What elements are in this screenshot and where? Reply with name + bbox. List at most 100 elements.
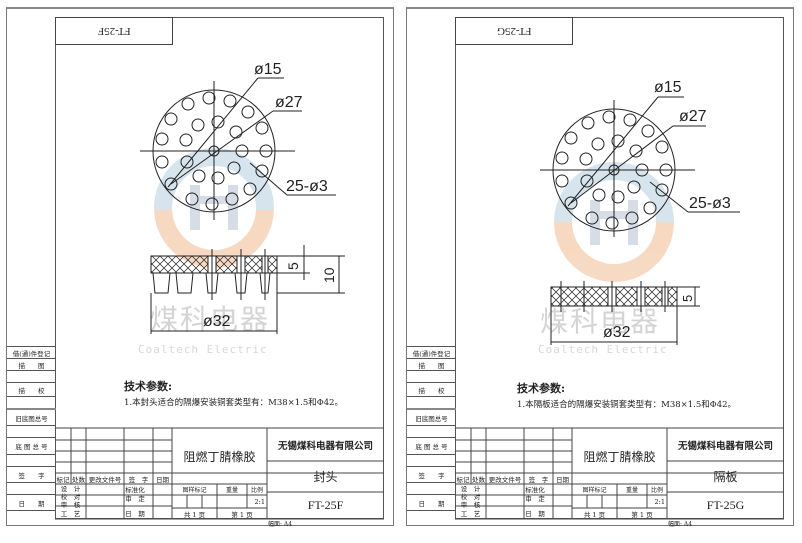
drawing-sheet-ft-25g: FT-25G 煤科电器 Coaltech Electric [400, 0, 801, 543]
header-scale: 比例 [250, 487, 263, 494]
side-spacer [7, 510, 56, 519]
header-weight: 重量 [225, 487, 238, 494]
side-label: 借(通)件登记 [7, 346, 56, 358]
side-spacer [7, 425, 56, 437]
dim-width: ø32 [603, 324, 631, 341]
side-spacer [407, 370, 456, 382]
side-label: 描 校 [7, 382, 56, 396]
side-label: 描 图 [407, 358, 456, 370]
mirrored-code-box: FT-25G [455, 17, 573, 45]
side-label: 描 校 [407, 382, 456, 396]
watermark-cn: 煤科电器 [540, 305, 661, 338]
title-block-grid [55, 427, 384, 520]
dim-thickness-top: 5 [285, 262, 301, 270]
header-drawing-mark: 图样标记 [182, 487, 207, 494]
role-label: 校 对 [460, 493, 481, 501]
spec-title: 技术参数: [124, 380, 173, 393]
rev-header: 标记 [56, 475, 70, 484]
watermark-en: Coaltech Electric [138, 343, 268, 356]
side-label: 借(通)件登记 [407, 346, 456, 358]
role-label: 工 艺 [460, 510, 481, 518]
side-label: 日 期 [7, 494, 56, 510]
header-weight: 重量 [625, 487, 638, 494]
part-drawing-ft-25g: ø15 ø27 25-ø3 5 ø [540, 79, 740, 345]
material-label: 阻燃丁腈橡胶 [583, 449, 656, 464]
rev-header: 签 字 [128, 475, 149, 484]
side-spacer [407, 510, 456, 519]
side-label: 描 图 [7, 358, 56, 370]
spec-line-1: 1.本封头适合的隔爆安装铜套类型有：M38×1.5和Φ42。 [124, 398, 344, 408]
dim-outer-dia: ø27 [275, 94, 303, 111]
sheet-number: 第 1 页 [631, 510, 653, 519]
side-label: 旧底图总号 [7, 408, 56, 425]
role-label: 设 计 [60, 485, 81, 493]
rev-header: 处数 [72, 475, 85, 484]
role-label: 日 期 [525, 510, 545, 518]
rev-header: 日期 [156, 475, 169, 484]
title-block-grid [455, 427, 784, 520]
scale-value: 2:1 [654, 497, 665, 506]
mirrored-code-box: FT-25F [55, 17, 173, 45]
side-spacer [7, 396, 56, 408]
part-name: 隔板 [713, 470, 738, 484]
dim-holes: 25-ø3 [286, 178, 328, 195]
side-label: 日 期 [407, 494, 456, 510]
side-spacer [7, 482, 56, 494]
sheets-total: 共 1 页 [583, 510, 606, 519]
page-size: 幅面: A4 [668, 521, 693, 528]
dim-inner-dia: ø15 [254, 61, 282, 78]
role-label: 设 计 [460, 485, 481, 493]
side-spacer [407, 454, 456, 466]
role-label: 标准化 [525, 486, 545, 494]
header-scale: 比例 [650, 487, 663, 494]
header-drawing-mark: 图样标记 [582, 487, 607, 494]
side-spacer [407, 425, 456, 437]
scale-value: 2:1 [254, 497, 265, 506]
spec-title: 技术参数: [517, 382, 566, 395]
dim-holes: 25-ø3 [689, 195, 731, 212]
role-label: 标准化 [125, 486, 145, 494]
sheet-number: 第 1 页 [231, 510, 253, 519]
dim-inner-dia: ø15 [654, 79, 682, 96]
drawing-sheet-ft-25f: FT-25F 煤科电器 Coaltech Electric [6, 7, 394, 528]
part-code: FT-25F [307, 498, 344, 512]
company-name: 无锡煤科电器有限公司 [677, 440, 773, 452]
outer-border [6, 7, 394, 526]
page-size: 幅面: A4 [268, 521, 293, 528]
company-name: 无锡煤科电器有限公司 [277, 440, 373, 452]
part-name: 封头 [313, 470, 338, 484]
dim-outer-dia: ø27 [679, 108, 707, 125]
rev-header: 更改文件号 [488, 475, 522, 484]
rev-header: 标记 [456, 475, 470, 484]
role-label: 日 期 [125, 510, 145, 518]
rev-header: 处数 [472, 475, 485, 484]
spec-line-1: 1.本隔板适合的隔爆安装铜套类型有：M38×1.5和Φ42。 [517, 400, 737, 410]
dim-thickness-top: 5 [680, 295, 695, 302]
part-code: FT-25G [706, 498, 745, 512]
role-label: 审 核 [60, 501, 81, 509]
side-spacer [407, 482, 456, 494]
side-spacer [407, 396, 456, 408]
watermark-en: Coaltech Electric [538, 343, 668, 356]
role-label: 审 定 [125, 495, 145, 503]
material-label: 阻燃丁腈橡胶 [183, 449, 256, 464]
role-label: 工 艺 [60, 510, 81, 518]
side-spacer [7, 370, 56, 382]
rev-header: 签 字 [528, 475, 549, 484]
side-label: 签 字 [407, 466, 456, 482]
outer-border [406, 7, 794, 526]
dim-width: ø32 [203, 313, 231, 330]
rev-header: 日期 [556, 475, 569, 484]
sheets-total: 共 1 页 [183, 510, 206, 519]
side-label: 旧底图总号 [407, 408, 456, 425]
side-label: 签 字 [7, 466, 56, 482]
role-label: 审 核 [460, 501, 481, 509]
side-label: 底 图 总 号 [7, 437, 56, 454]
side-label: 底 图 总 号 [407, 437, 456, 454]
dim-thickness-total: 10 [321, 267, 337, 283]
role-label: 审 定 [525, 495, 545, 503]
side-spacer [7, 454, 56, 466]
rev-header: 更改文件号 [88, 475, 122, 484]
role-label: 校 对 [60, 493, 81, 501]
part-drawing-ft-25f: ø15 ø27 25-ø3 [140, 61, 345, 334]
